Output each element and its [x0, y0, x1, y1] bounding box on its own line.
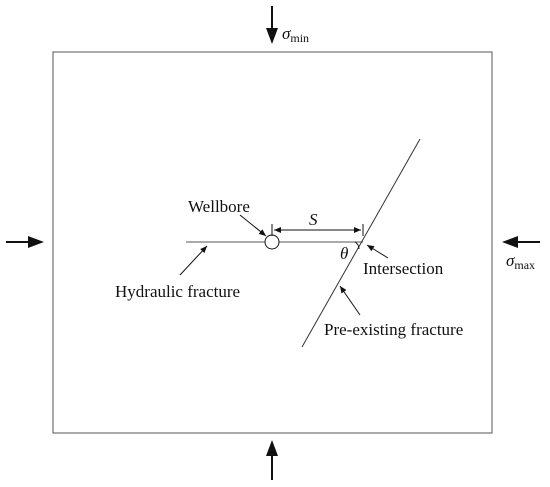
wellbore-leader-arrow	[239, 214, 267, 237]
preexisting-fracture-line	[301, 138, 421, 348]
rock-domain-boundary	[52, 51, 493, 434]
sigma-min-label: σmin	[282, 24, 309, 45]
wellbore-label: Wellbore	[188, 197, 250, 216]
sigma-min-arrow-bottom	[266, 440, 278, 480]
angle-arc	[354, 241, 360, 250]
sigma-min-arrow-top	[266, 6, 278, 44]
hydraulic-fracture-label: Hydraulic fracture	[115, 282, 240, 301]
intersection-label: Intersection	[363, 259, 444, 278]
sigma-max-label: σmax	[506, 251, 535, 272]
angle-label: θ	[340, 244, 348, 263]
sigma-max-arrow-left	[6, 236, 44, 248]
preexisting-fracture-leader-arrow	[339, 285, 361, 316]
preexisting-fracture-label: Pre-existing fracture	[324, 320, 463, 339]
sigma-max-arrow-right	[502, 236, 540, 248]
spacing-label: S	[309, 210, 318, 229]
hydraulic-fracture-leader-arrow	[179, 245, 208, 276]
wellbore-circle	[264, 234, 280, 250]
intersection-leader-arrow	[366, 244, 389, 259]
